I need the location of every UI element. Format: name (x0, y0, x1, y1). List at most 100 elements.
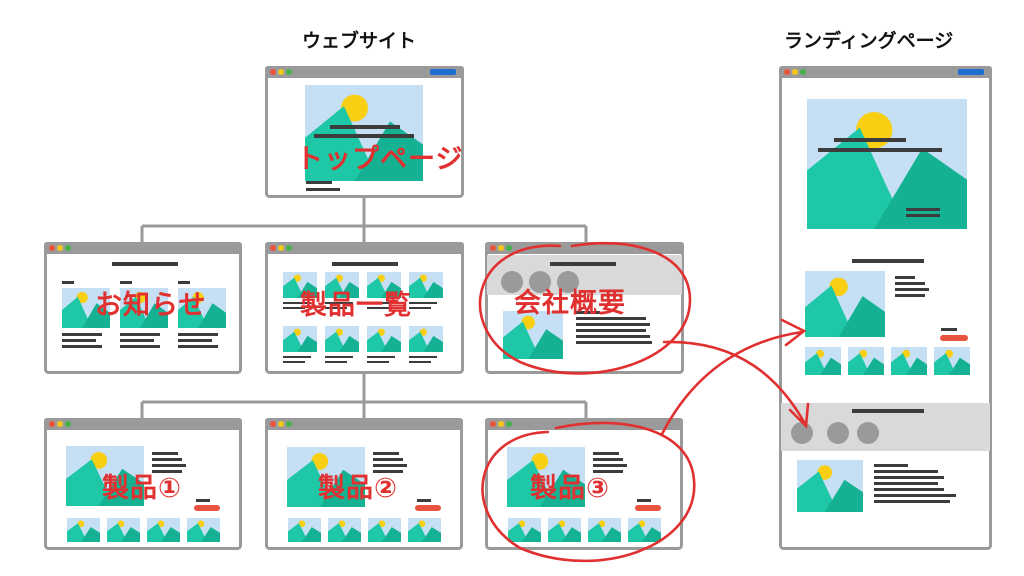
mountain-icon (107, 523, 128, 542)
landing-feature-image (805, 271, 885, 337)
sun-icon (378, 520, 386, 528)
mountain-icon (824, 479, 863, 512)
thumbnail (67, 518, 100, 542)
thumbnail (187, 518, 220, 542)
sun-icon (816, 349, 825, 358)
mountain-icon (548, 523, 569, 542)
mountain-icon (561, 527, 581, 542)
text-line (895, 288, 929, 291)
text-line (576, 341, 652, 344)
text-line (373, 452, 399, 455)
sun-icon (859, 349, 868, 358)
window-dot (278, 69, 284, 75)
mountain-icon (797, 471, 838, 512)
text-line (62, 339, 96, 342)
thumbnail (628, 518, 661, 542)
mountain-icon (906, 357, 927, 375)
sun-icon (419, 274, 427, 282)
text-line (593, 470, 623, 473)
mountain-icon (367, 331, 389, 352)
mountain-icon (949, 357, 970, 375)
red-annotations (478, 241, 810, 563)
window-dot (506, 245, 512, 251)
text-line (152, 458, 182, 461)
sun-icon (638, 520, 646, 528)
window-dot (800, 69, 806, 75)
thumbnail (408, 518, 441, 542)
heading-bar (332, 262, 398, 266)
sun-icon (598, 520, 606, 528)
mountain-icon (200, 527, 220, 542)
text-line (120, 339, 154, 342)
hero-image (305, 85, 423, 181)
text-line (325, 361, 347, 363)
mountain-icon (807, 127, 907, 229)
thumbnail (328, 518, 361, 542)
window-dot (57, 245, 63, 251)
text-line (874, 494, 956, 497)
sun-icon (945, 349, 954, 358)
window-title-bar (265, 66, 464, 78)
product-1-window (44, 418, 242, 550)
cta-button (194, 505, 220, 511)
avatar-circle (501, 271, 523, 293)
text-line (637, 499, 651, 502)
mountain-icon (297, 335, 317, 352)
mountain-icon (62, 296, 92, 328)
window-dot (65, 421, 71, 427)
text-line (409, 302, 437, 304)
text-line (373, 458, 403, 461)
tree-connectors (140, 197, 588, 418)
text-line (417, 499, 431, 502)
mountain-icon (120, 527, 140, 542)
sun-icon (311, 453, 329, 470)
avatar-circle (857, 422, 879, 444)
avatar-circle (827, 422, 849, 444)
mountain-icon (339, 335, 359, 352)
mountain-icon (503, 321, 541, 359)
mountain-icon (601, 527, 621, 542)
window-button (958, 69, 984, 75)
sun-icon (157, 520, 165, 528)
sun-icon (531, 453, 549, 470)
text-line (325, 302, 353, 304)
text-line (62, 333, 102, 336)
text-line (62, 281, 74, 284)
avatar-circle (529, 271, 551, 293)
window-title-bar (779, 66, 992, 78)
mountain-icon (805, 353, 828, 375)
mountain-icon (805, 285, 855, 337)
text-line (178, 339, 212, 342)
mountain-icon (297, 281, 317, 298)
mountain-icon (305, 106, 379, 181)
arrow-to-landing-band (662, 340, 806, 424)
arrowhead (788, 402, 810, 429)
text-line (874, 500, 950, 503)
product-list-label: 製品一覧 (300, 290, 412, 321)
text-line (593, 458, 623, 461)
text-line (906, 214, 940, 217)
window-dot (506, 421, 512, 427)
mountain-icon (178, 296, 208, 328)
text-line (593, 464, 627, 467)
text-line (283, 356, 311, 358)
product-3-circle-mark (481, 421, 696, 563)
top-page-label: トップページ (296, 144, 464, 175)
product-thumbnail (367, 272, 401, 298)
mountain-icon (66, 459, 115, 506)
mountain-icon (120, 296, 150, 328)
text-line (895, 276, 915, 279)
thumbnail (848, 347, 884, 375)
mountain-icon (409, 331, 431, 352)
window-dot (286, 421, 292, 427)
thumbnail (891, 347, 927, 375)
sun-icon (77, 520, 85, 528)
text-line (152, 470, 182, 473)
mountain-icon (588, 523, 609, 542)
sun-icon (419, 328, 427, 336)
sun-icon (521, 315, 535, 330)
mountain-icon (820, 357, 841, 375)
text-line (874, 482, 938, 485)
heading-bar (834, 138, 906, 142)
